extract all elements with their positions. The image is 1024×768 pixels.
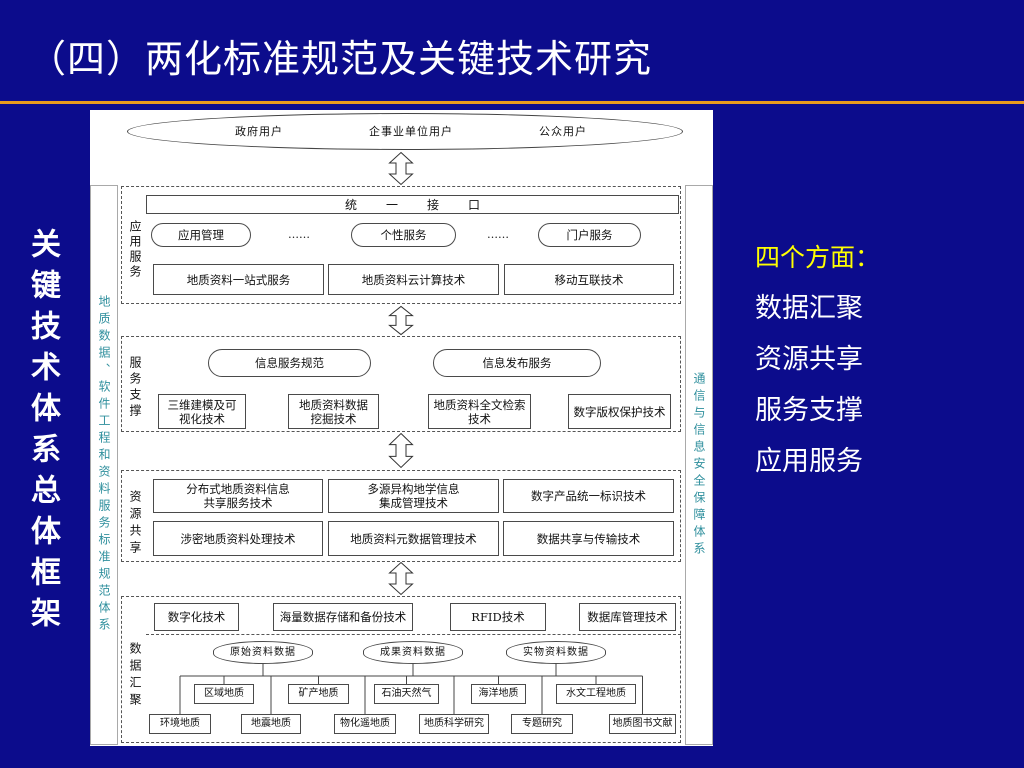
service-pill: 信息发布服务 — [433, 349, 601, 377]
data-source-cylinder: 实物资料数据 — [506, 641, 606, 664]
security-pillar: 通信与信息安全保障体系 — [685, 185, 713, 745]
aspects-heading: 四个方面： — [755, 243, 881, 272]
double-arrow-shape — [390, 306, 413, 334]
technology-box: 数据共享与传输技术 — [503, 521, 674, 556]
technology-box: 涉密地质资料处理技术 — [153, 521, 323, 556]
layer-label: 数据汇聚 — [128, 642, 142, 710]
category-box: 环境地质 — [149, 714, 211, 734]
category-box: 地质图书文献 — [609, 714, 676, 734]
category-box: 区域地质 — [194, 684, 254, 704]
service-pill: 信息服务规范 — [208, 349, 371, 377]
category-box: 物化遥地质 — [334, 714, 396, 734]
framework-diagram: 政府用户 企事业单位用户 公众用户 地质数据、软件工程和资料服务标准规范体系 通… — [90, 110, 713, 746]
layer-label: 资源共享 — [128, 490, 142, 558]
category-box: 水文工程地质 — [556, 684, 636, 704]
data-source-cylinder: 成果资料数据 — [363, 641, 463, 664]
standards-pillar: 地质数据、软件工程和资料服务标准规范体系 — [90, 185, 118, 745]
technology-box: 地质资料全文检索 技术 — [428, 394, 531, 429]
technology-box: 数字版权保护技术 — [568, 394, 671, 429]
technology-box: 分布式地质资料信息 共享服务技术 — [153, 479, 323, 513]
aspect-item: 应用服务 — [755, 446, 863, 477]
side-heading-vertical: 关键技术体系总体框架 — [25, 228, 60, 638]
user-groups-ellipse: 政府用户 企事业单位用户 公众用户 — [127, 113, 683, 150]
technology-box: 地质资料一站式服务 — [153, 264, 324, 295]
service-support-layer: 服务支撑 信息服务规范 信息发布服务 三维建模及可 视化技术 地质资料数据 挖掘… — [121, 336, 681, 432]
user-group-label: 政府用户 — [235, 125, 283, 138]
technology-box: 移动互联技术 — [504, 264, 674, 295]
technology-box: 数据库管理技术 — [579, 603, 676, 631]
unified-interface-box: 统一接口 — [146, 195, 679, 214]
dashed-separator — [146, 634, 681, 635]
layer-label: 应用服务 — [128, 220, 142, 280]
category-box: 海洋地质 — [471, 684, 526, 704]
double-arrow-shape — [390, 563, 413, 595]
double-arrow-icon — [389, 306, 413, 335]
user-group-label: 公众用户 — [539, 125, 587, 138]
aspect-item: 资源共享 — [755, 344, 863, 375]
technology-box: 三维建模及可 视化技术 — [158, 394, 246, 429]
double-arrow-icon — [389, 433, 413, 468]
layer-label: 服务支撑 — [128, 356, 142, 420]
category-box: 地震地质 — [241, 714, 301, 734]
technology-box: RFID技术 — [450, 603, 546, 631]
slide-title: （四）两化标准规范及关键技术研究 — [28, 37, 653, 81]
service-pill: 门户服务 — [538, 223, 641, 247]
aspect-item: 服务支撑 — [755, 395, 863, 426]
double-arrow-icon — [389, 152, 413, 185]
service-pill: 应用管理 — [151, 223, 251, 247]
ellipsis-text: …… — [288, 228, 310, 241]
technology-box: 数字产品统一标识技术 — [503, 479, 674, 513]
data-source-cylinder: 原始资料数据 — [213, 641, 313, 664]
security-pillar-label: 通信与信息安全保障体系 — [692, 371, 706, 559]
technology-box: 地质资料数据 挖掘技术 — [288, 394, 379, 429]
double-arrow-shape — [390, 153, 413, 185]
category-box: 石油天然气 — [374, 684, 439, 704]
data-aggregation-layer: 数字化技术 海量数据存储和备份技术 RFID技术 数据库管理技术 数据汇聚 原始… — [121, 596, 681, 743]
technology-box: 海量数据存储和备份技术 — [273, 603, 413, 631]
user-group-label: 企事业单位用户 — [369, 125, 453, 138]
application-layer: 统一接口 应用服务 应用管理 …… 个性服务 …… 门户服务 地质资料一站式服务… — [121, 186, 681, 304]
category-box: 矿产地质 — [288, 684, 349, 704]
category-box: 专题研究 — [511, 714, 573, 734]
ellipsis-text: …… — [487, 228, 509, 241]
data-tree-connectors — [179, 664, 643, 714]
technology-box: 地质资料元数据管理技术 — [328, 521, 499, 556]
title-underline-rule — [0, 101, 1024, 104]
service-pill: 个性服务 — [351, 223, 456, 247]
standards-pillar-label: 地质数据、软件工程和资料服务标准规范体系 — [97, 295, 111, 635]
aspect-item: 数据汇聚 — [755, 293, 863, 324]
double-arrow-shape — [390, 434, 413, 468]
technology-box: 地质资料云计算技术 — [328, 264, 499, 295]
resource-sharing-layer: 资源共享 分布式地质资料信息 共享服务技术 多源异构地学信息 集成管理技术 数字… — [121, 470, 681, 562]
category-box: 地质科学研究 — [419, 714, 489, 734]
technology-box: 多源异构地学信息 集成管理技术 — [328, 479, 499, 513]
double-arrow-icon — [389, 562, 413, 595]
technology-box: 数字化技术 — [154, 603, 239, 631]
